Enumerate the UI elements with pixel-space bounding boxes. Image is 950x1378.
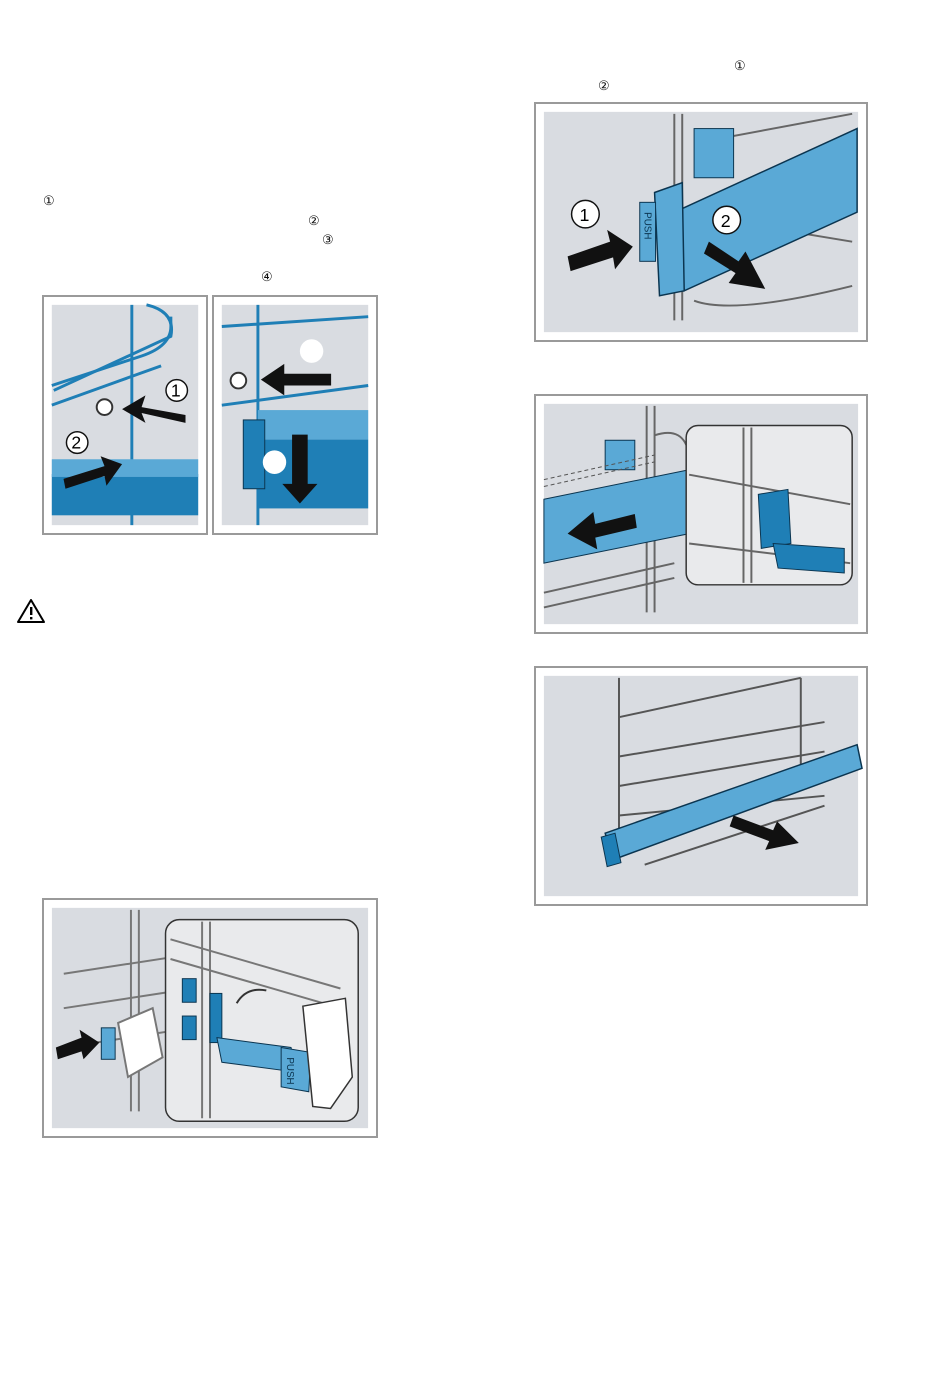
warning-triangle-icon	[16, 598, 46, 624]
figure-insert-rail-step1: 1 2	[42, 295, 208, 535]
push-label-c: PUSH	[642, 212, 653, 239]
push-label: PUSH	[284, 1057, 295, 1084]
callout-c-1: 1	[579, 205, 589, 225]
figure-push-release-clip: PUSH	[42, 898, 378, 1138]
step-marker-4: ④	[261, 270, 273, 283]
callout-1: 1	[171, 380, 181, 400]
figure-remove-rail-step2	[534, 394, 868, 634]
figure-pull-out-rail	[534, 666, 868, 906]
callout-c-2: 2	[721, 211, 731, 231]
step-marker-right-2: ②	[598, 79, 610, 92]
figure-remove-rail-step1: PUSH 1 2	[534, 102, 868, 342]
step-marker-3: ③	[322, 233, 334, 246]
step-marker-2: ②	[308, 214, 320, 227]
step-marker-right-1: ①	[734, 59, 746, 72]
figure-insert-rail-step2	[212, 295, 378, 535]
step-marker-1: ①	[43, 194, 55, 207]
callout-2: 2	[71, 432, 81, 452]
